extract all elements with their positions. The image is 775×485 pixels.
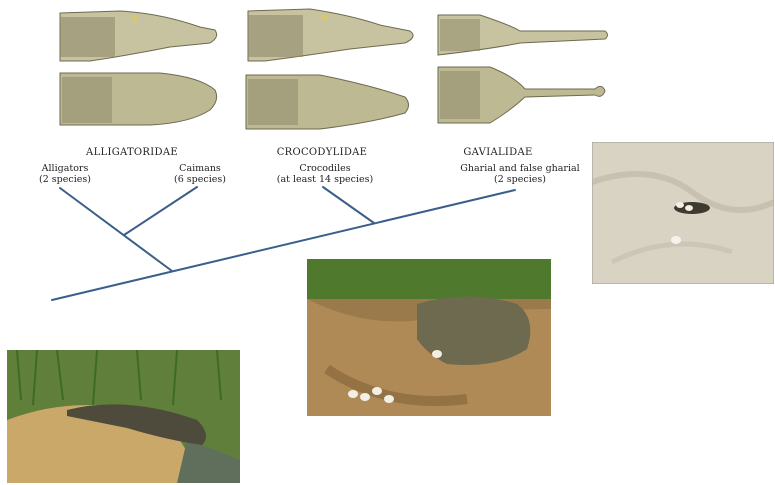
tree-branch-caimans [124,187,197,235]
photo-alligator-on-nest [7,350,240,483]
tree-branch-alligators [60,188,172,271]
photo-eggs-in-sand [592,142,774,284]
photo-crocodile-nest [307,259,551,416]
tree-branch-crocodiles [323,187,374,223]
